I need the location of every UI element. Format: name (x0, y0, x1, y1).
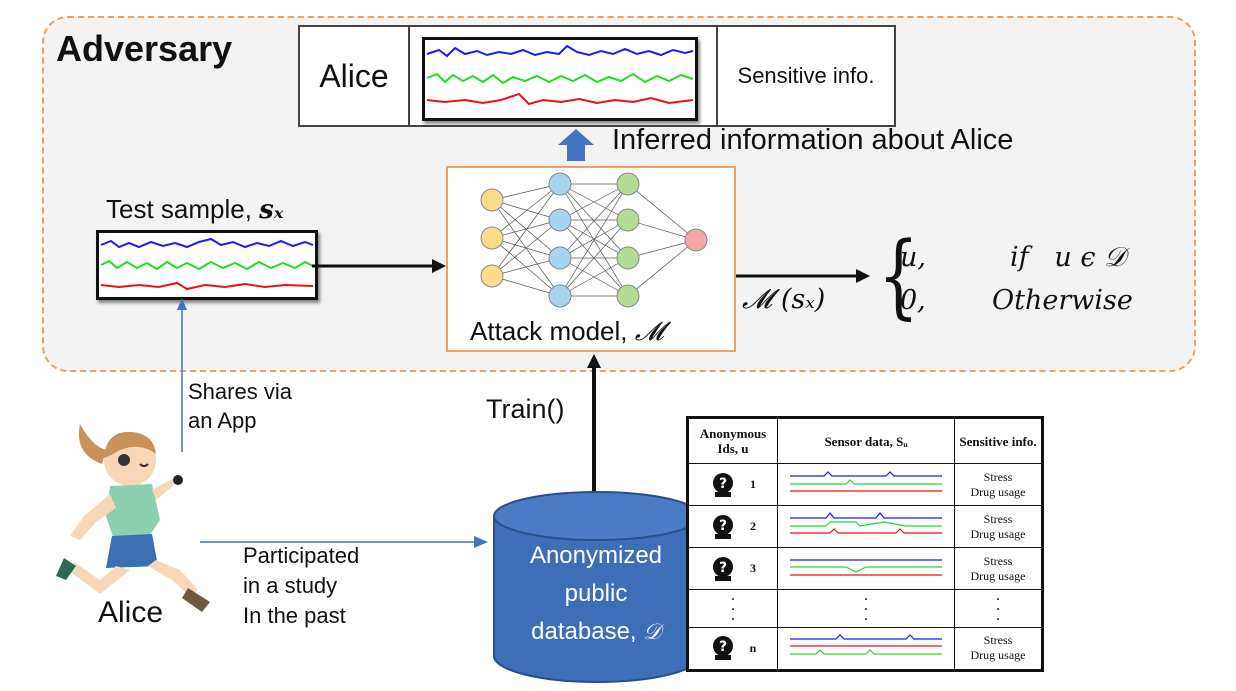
sensor-waves (790, 470, 942, 492)
sensor-waves (790, 559, 942, 576)
alice-row-name: Alice (300, 27, 410, 125)
train-up-arrow (587, 354, 601, 494)
attack-model-box (446, 166, 736, 352)
test-sample-waves (100, 237, 314, 291)
anonymous-user-icon: ? (713, 514, 733, 539)
case2-condition: Otherwise (992, 285, 1133, 316)
shares-label: Shares via an App (188, 379, 292, 433)
cases-brace: { (878, 222, 919, 329)
svg-text:?: ? (719, 518, 727, 534)
inferred-up-arrow (558, 129, 594, 161)
inferred-info-label: Inferred information about Alice (612, 124, 1014, 156)
case1-condition: if u ϵ 𝒟 (1010, 242, 1126, 273)
test-sample-label: Test sample, sₓ (106, 194, 284, 225)
svg-text:?: ? (719, 476, 727, 492)
anonymous-user-icon: ? (713, 556, 733, 581)
header-ids: Anonymous Ids, u (688, 418, 778, 464)
neural-network-graphic (480, 172, 708, 308)
alice-label: Alice (98, 596, 164, 629)
database-label: Anonymized public database, 𝒟 (529, 542, 663, 645)
header-sensor: Sensor data, Sᵤ (777, 418, 955, 464)
runner-alice-illustration (56, 424, 210, 612)
anonymous-data-table: Anonymous Ids, u Sensor data, Sᵤ Sensiti… (686, 416, 1044, 672)
sample-to-model-arrow (312, 259, 446, 273)
sensor-waves (790, 511, 942, 534)
adversary-title: Adversary (56, 28, 233, 69)
case1-value: u, (900, 242, 926, 273)
model-output-expression: 𝓜 (sₓ) (742, 284, 826, 315)
anonymous-user-icon: ? (712, 636, 733, 661)
shares-up-arrow (177, 298, 187, 452)
attack-model-label: Attack model, 𝓜 (470, 316, 664, 347)
database-cylinder (493, 491, 701, 683)
database-symbol: 𝒟 (643, 620, 661, 645)
case2-value: 0, (900, 285, 926, 316)
anonymous-user-icon: ? (713, 472, 733, 497)
header-info: Sensitive info. (954, 418, 1042, 464)
attack-model-symbol: 𝓜 (634, 317, 664, 347)
svg-text:?: ? (719, 639, 727, 655)
alice-signal-waves (426, 44, 694, 106)
participated-arrow (200, 536, 488, 548)
sensor-waves (790, 634, 942, 656)
test-sample-symbol: sₓ (259, 195, 284, 225)
svg-text:?: ? (719, 560, 727, 576)
alice-signal-plot (422, 37, 698, 121)
nn-connections (491, 183, 697, 297)
alice-row-signal-cell (410, 27, 718, 125)
participated-label: Participated in a study In the past (243, 543, 360, 628)
alice-inferred-table: Alice Sensitive info. (298, 25, 896, 127)
train-label: Train() (486, 394, 565, 424)
test-sample-plot (96, 230, 318, 300)
model-to-output-arrow (736, 269, 870, 283)
alice-row-info: Sensitive info. (737, 63, 875, 88)
table-row-ellipsis: ··· ··· ··· (688, 589, 1042, 628)
